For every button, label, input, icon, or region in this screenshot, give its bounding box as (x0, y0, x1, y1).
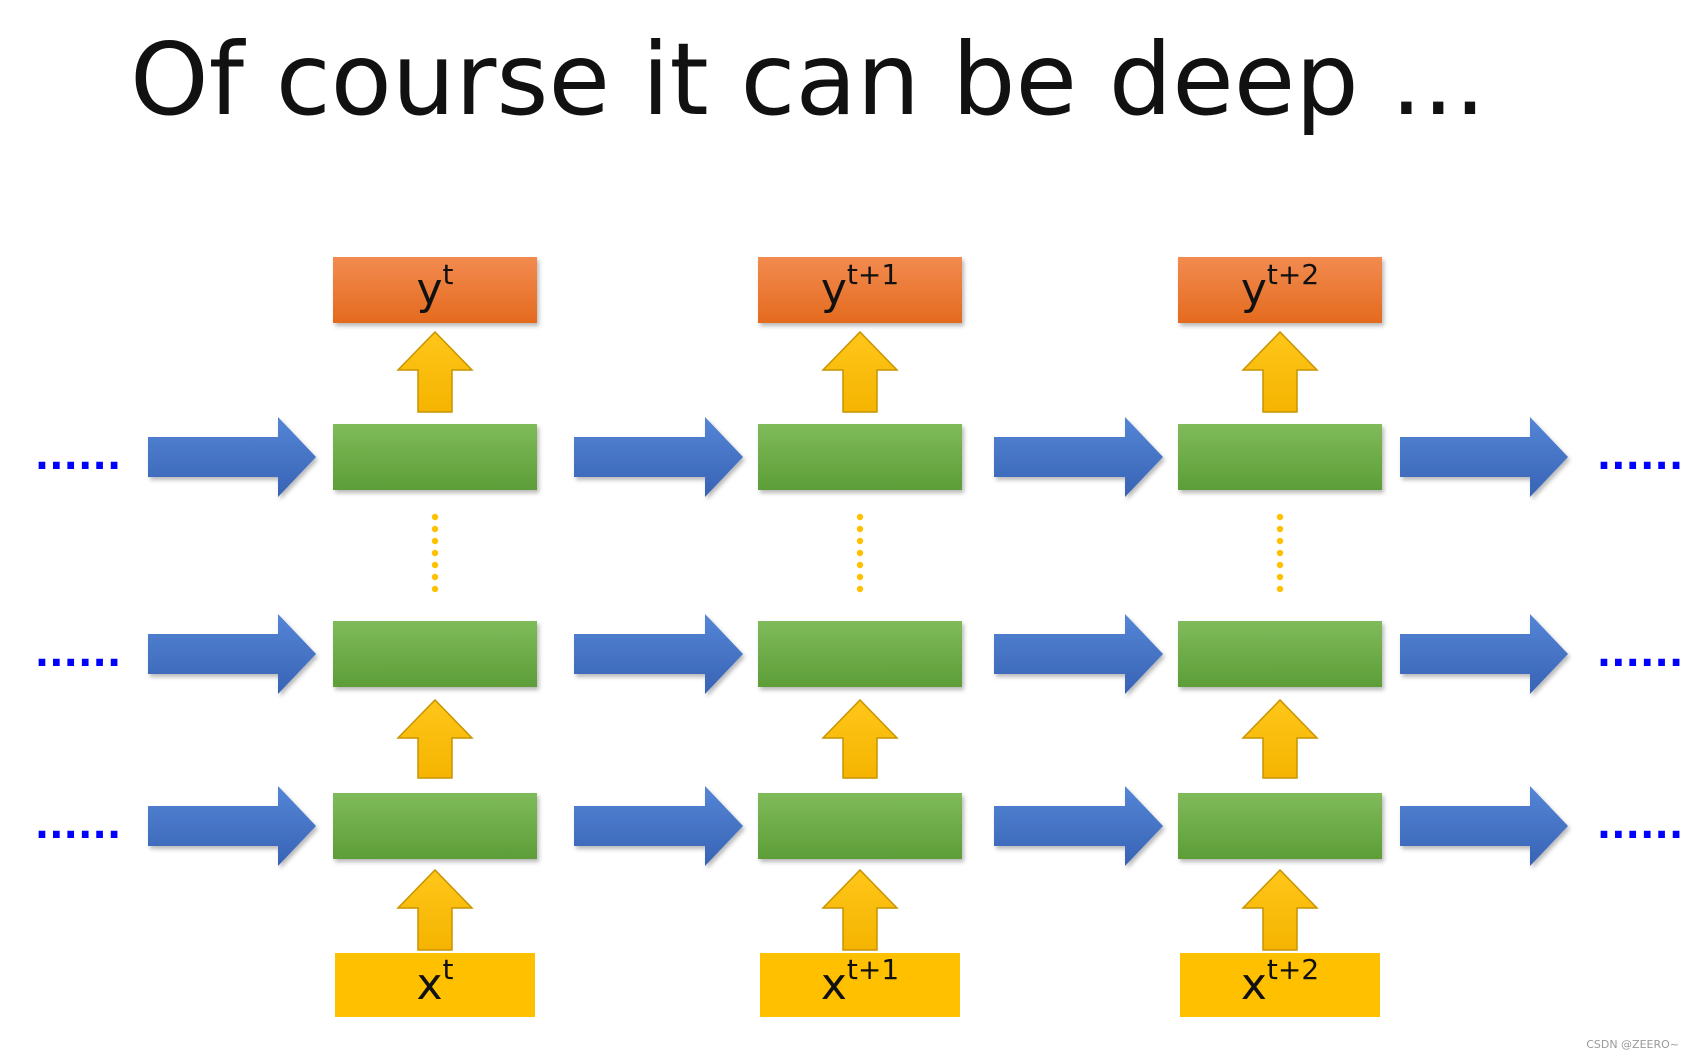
hidden-box-top (1178, 424, 1382, 490)
layer-dot (856, 573, 864, 581)
layer-dot (856, 513, 864, 521)
input-label: xt (416, 953, 453, 1010)
recurrent-arrow (994, 786, 1163, 866)
layer-dot (856, 549, 864, 557)
layer-dot (1276, 549, 1284, 557)
layer-dot (856, 525, 864, 533)
ellipsis-right: ...... (1597, 434, 1684, 478)
layer-dot (431, 513, 439, 521)
input-box (760, 953, 960, 1017)
up-arrow-input-to-hidden (821, 868, 899, 951)
recurrent-arrow (574, 417, 743, 497)
hidden-box-top (758, 424, 962, 490)
hidden-box-middle (333, 621, 537, 687)
up-arrow-hidden-to-hidden (1241, 698, 1319, 779)
recurrent-arrow (574, 614, 743, 694)
layer-dot (1276, 573, 1284, 581)
layer-dot (856, 561, 864, 569)
output-box (758, 257, 962, 323)
up-arrow-input-to-hidden (1241, 868, 1319, 951)
hidden-box-bottom (1178, 793, 1382, 859)
ellipsis-left: ...... (35, 631, 122, 675)
watermark: CSDN @ZEERO~ (1586, 1038, 1679, 1051)
hidden-box-middle (1178, 621, 1382, 687)
page-title: Of course it can be deep ... (130, 21, 1486, 138)
recurrent-arrow (574, 786, 743, 866)
layer-dot (1276, 561, 1284, 569)
layer-dot (856, 537, 864, 545)
up-arrow-hidden-to-hidden (821, 698, 899, 779)
output-label: yt (416, 258, 453, 315)
hidden-box-bottom (758, 793, 962, 859)
output-box (1178, 257, 1382, 323)
input-box (335, 953, 535, 1017)
recurrent-arrow-out (1400, 417, 1568, 497)
recurrent-arrow (994, 614, 1163, 694)
layer-dot (431, 585, 439, 593)
hidden-box-middle (758, 621, 962, 687)
ellipsis-right: ...... (1597, 803, 1684, 847)
ellipsis-left: ...... (35, 803, 122, 847)
output-label: yt+1 (821, 258, 899, 315)
recurrent-arrow (994, 417, 1163, 497)
layer-dot (431, 561, 439, 569)
up-arrow-hidden-to-output (396, 330, 474, 413)
input-box (1180, 953, 1380, 1017)
layer-dot (431, 537, 439, 545)
up-arrow-hidden-to-hidden (396, 698, 474, 779)
layer-dot (1276, 525, 1284, 533)
layer-dot (1276, 513, 1284, 521)
input-label: xt+1 (821, 953, 899, 1010)
layer-dot (431, 573, 439, 581)
output-box (333, 257, 537, 323)
hidden-box-bottom (333, 793, 537, 859)
hidden-box-top (333, 424, 537, 490)
output-label: yt+2 (1241, 258, 1319, 315)
layer-dot (431, 525, 439, 533)
input-label: xt+2 (1241, 953, 1319, 1010)
layer-dot (1276, 537, 1284, 545)
layer-dot (856, 585, 864, 593)
recurrent-arrow-out (1400, 786, 1568, 866)
recurrent-arrow-in (148, 614, 316, 694)
up-arrow-input-to-hidden (396, 868, 474, 951)
layer-dot (1276, 585, 1284, 593)
up-arrow-hidden-to-output (821, 330, 899, 413)
up-arrow-hidden-to-output (1241, 330, 1319, 413)
ellipsis-right: ...... (1597, 631, 1684, 675)
recurrent-arrow-out (1400, 614, 1568, 694)
ellipsis-left: ...... (35, 434, 122, 478)
recurrent-arrow-in (148, 786, 316, 866)
recurrent-arrow-in (148, 417, 316, 497)
layer-dot (431, 549, 439, 557)
